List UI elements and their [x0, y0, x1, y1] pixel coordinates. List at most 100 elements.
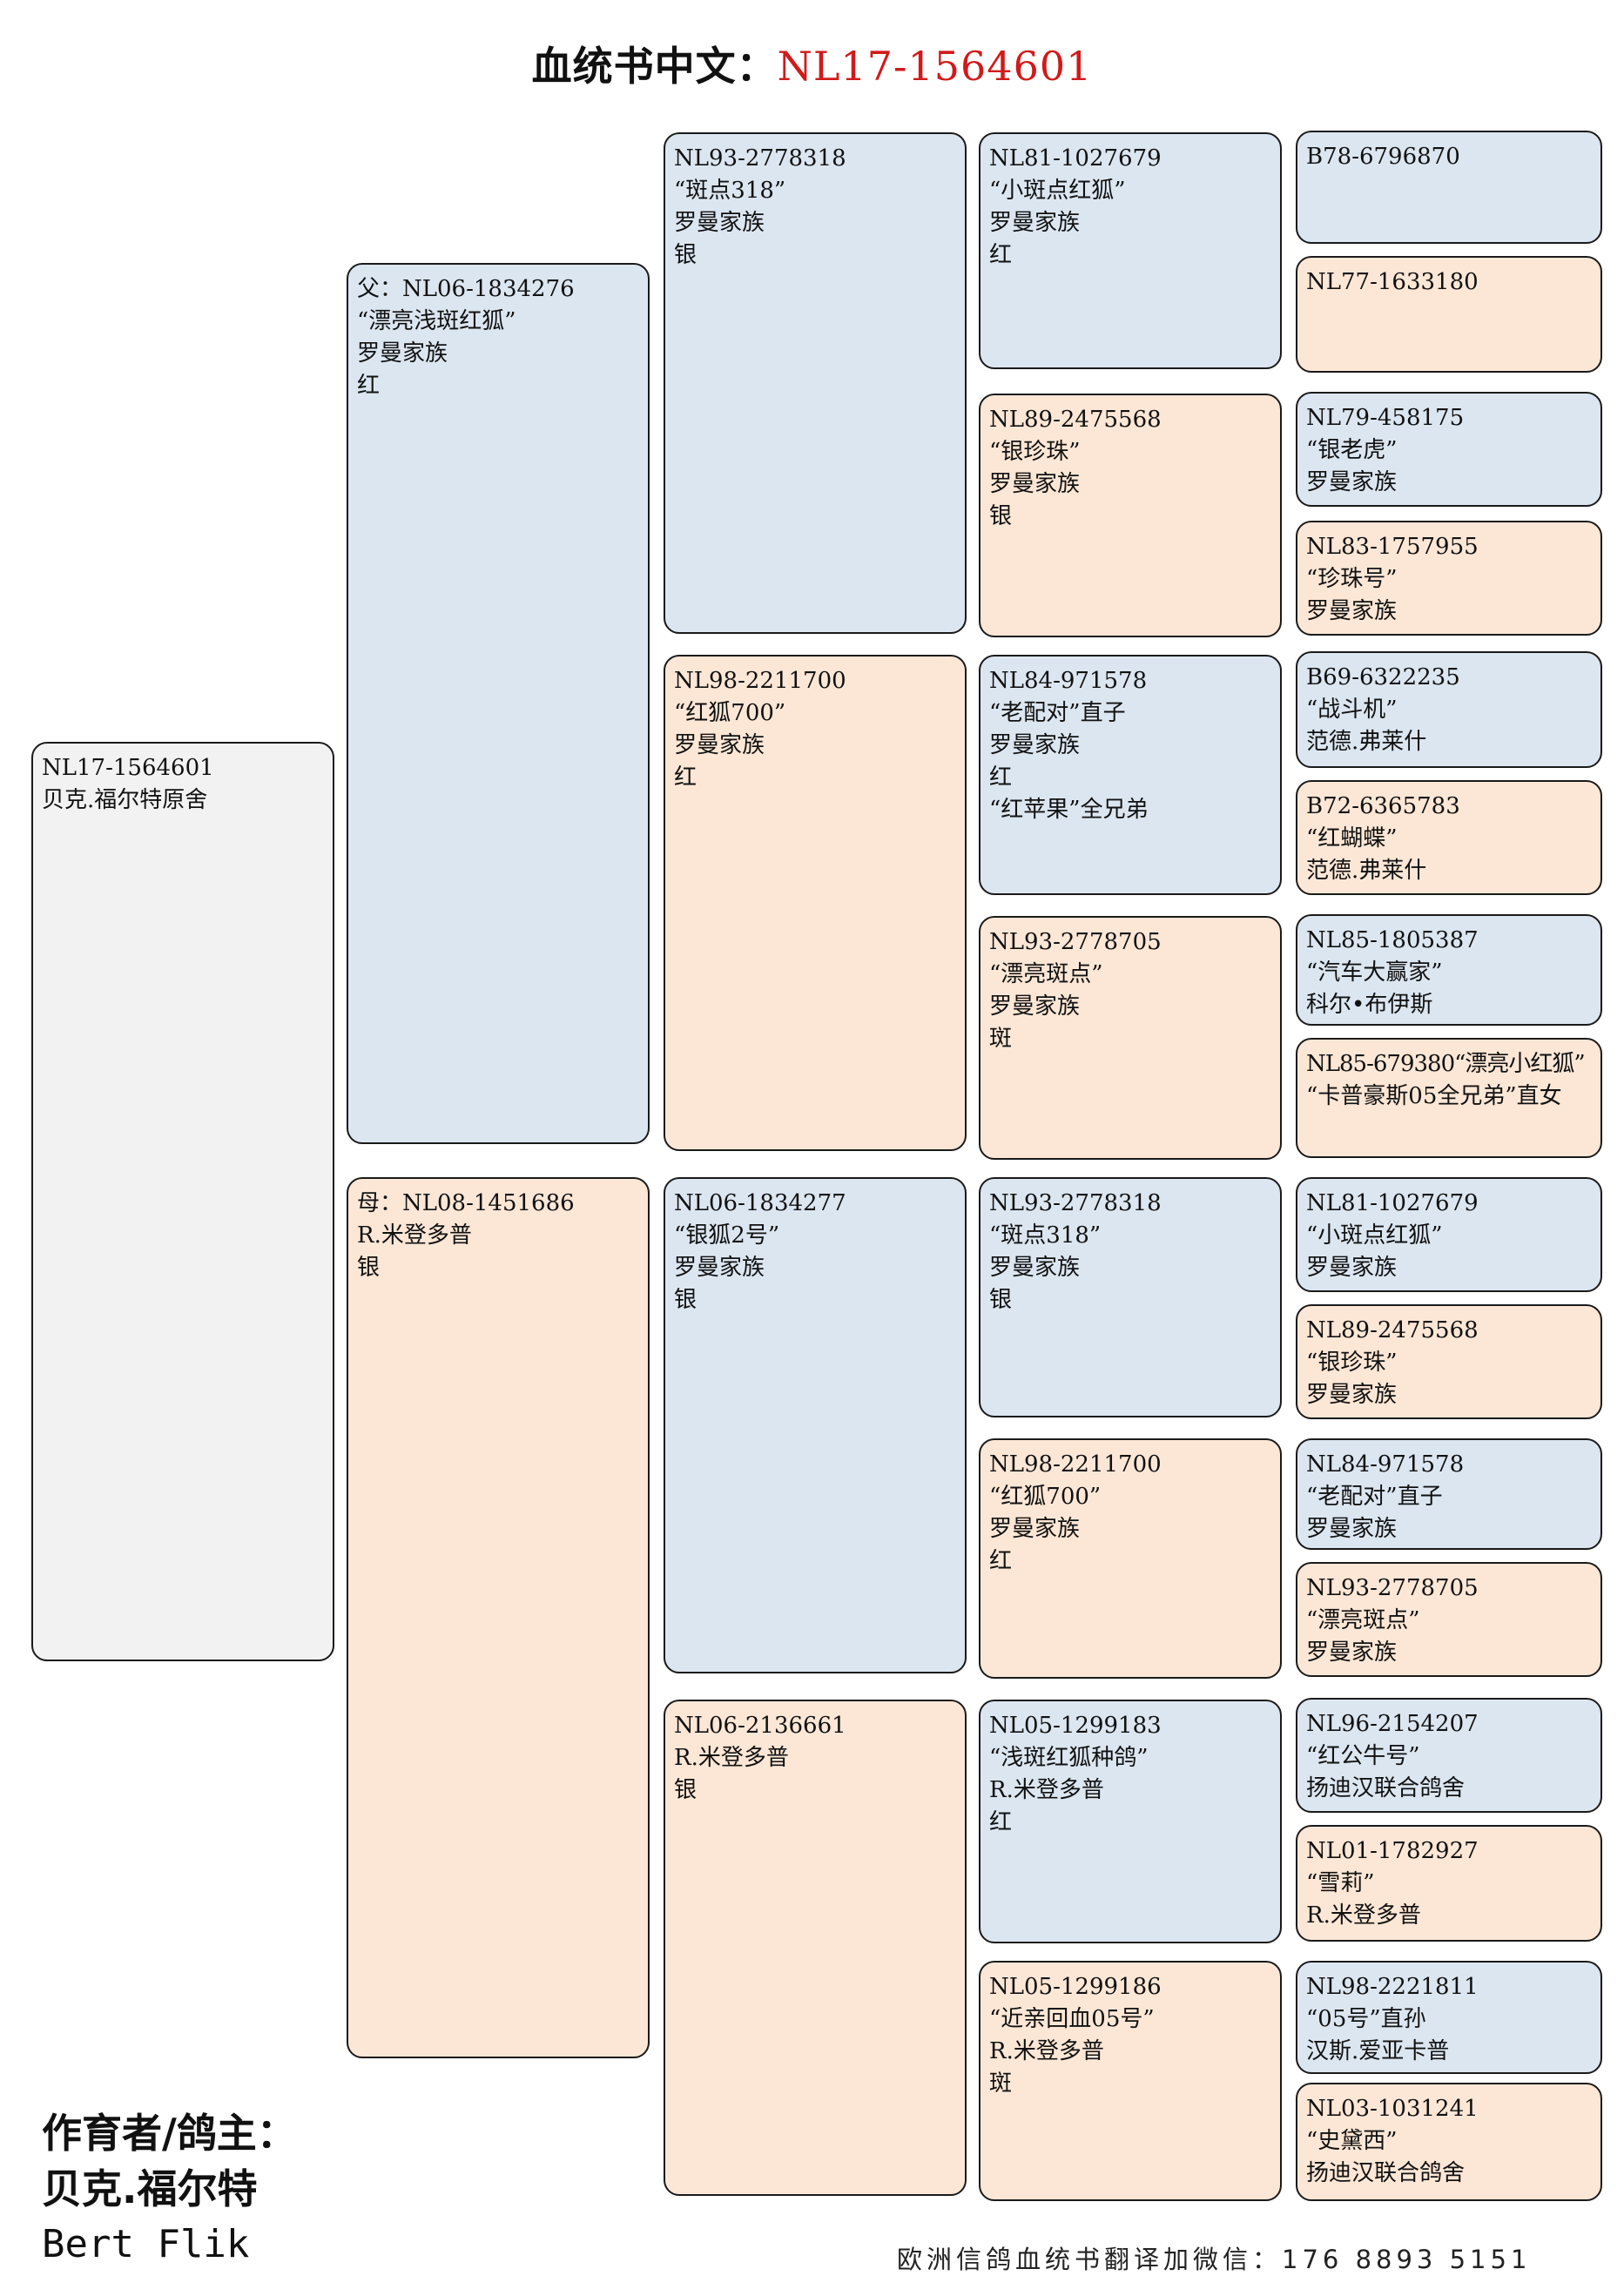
gen5-box-2[interactable]: NL77-1633180 [1296, 256, 1602, 373]
gen4-ring: NL89-2475568 [989, 407, 1162, 433]
gen5-box-9[interactable]: NL81-1027679 “小斑点红狐” 罗曼家族 [1296, 1177, 1602, 1292]
gen3-ring: NL93-2778318 [674, 145, 846, 172]
gen4-nickname: “小斑点红狐” [989, 178, 1126, 204]
gen4-color: 银 [989, 1287, 1013, 1313]
gen5-ring: NL84-971578 [1306, 1451, 1465, 1478]
gen3-color: 银 [674, 1287, 697, 1313]
gen4-breeder: 罗曼家族 [989, 732, 1081, 758]
gen5-ring: NL79-458175 [1306, 405, 1465, 431]
gen5-ring: B78-6796870 [1306, 144, 1460, 170]
gen3-breeder: R.米登多普 [674, 1745, 789, 1771]
gen5-ring: NL01-1782927 [1306, 1838, 1479, 1864]
sire-breeder: 罗曼家族 [357, 340, 448, 367]
owner-name-cn: 贝克.福尔特 [42, 2165, 258, 2212]
gen4-box-6[interactable]: NL98-2211700 “红狐700” 罗曼家族 红 [979, 1438, 1282, 1679]
gen4-box-8[interactable]: NL05-1299186 “近亲回血05号” R.米登多普 斑 [979, 1961, 1282, 2201]
gen3-breeder: 罗曼家族 [674, 210, 765, 236]
gen5-breeder: 罗曼家族 [1306, 598, 1398, 624]
gen5-nickname: “战斗机” [1306, 697, 1398, 723]
gen5-breeder: 罗曼家族 [1306, 1516, 1398, 1542]
gen3-nickname: “斑点318” [674, 178, 786, 204]
gen4-box-7[interactable]: NL05-1299183 “浅斑红狐种鸽” R.米登多普 红 [979, 1700, 1282, 1943]
gen3-color: 银 [674, 242, 697, 268]
dam-box[interactable]: 母：NL08-1451686 R.米登多普 银 [347, 1177, 650, 2058]
gen3-color: 银 [674, 1777, 697, 1803]
gen5-box-7[interactable]: NL85-1805387 “汽车大赢家” 科尔•布伊斯 [1296, 914, 1602, 1026]
gen4-nickname: “银珍珠” [989, 439, 1081, 465]
gen5-box-8[interactable]: NL85-679380“漂亮小红狐” “卡普豪斯05全兄弟”直女 [1296, 1038, 1602, 1158]
gen4-color: 银 [989, 503, 1013, 529]
gen3-color: 红 [674, 764, 697, 791]
sire-nickname: “漂亮浅斑红狐” [357, 308, 516, 334]
gen5-ring: B69-6322235 [1306, 664, 1460, 690]
gen5-box-10[interactable]: NL89-2475568 “银珍珠” 罗曼家族 [1296, 1304, 1602, 1419]
subject-ring: NL17-1564601 [42, 755, 214, 781]
gen4-nickname: “老配对”直子 [989, 700, 1126, 726]
gen4-nickname: “红狐700” [989, 1484, 1102, 1510]
gen5-nickname: “老配对”直子 [1306, 1484, 1443, 1510]
gen5-ring: NL89-2475568 [1306, 1317, 1479, 1343]
gen3-nickname: “红狐700” [674, 700, 786, 726]
gen5-box-12[interactable]: NL93-2778705 “漂亮斑点” 罗曼家族 [1296, 1562, 1602, 1677]
gen3-box-dd[interactable]: NL06-2136661 R.米登多普 银 [664, 1700, 967, 2196]
gen3-box-ds[interactable]: NL06-1834277 “银狐2号” 罗曼家族 银 [664, 1177, 967, 1673]
owner-block: 作育者/鸽主： 贝克.福尔特 Bert Flik [42, 2105, 297, 2272]
gen5-ring: NL85-679380“漂亮小红狐” [1306, 1051, 1586, 1077]
gen4-nickname: “漂亮斑点” [989, 961, 1103, 987]
gen3-box-sd[interactable]: NL98-2211700 “红狐700” 罗曼家族 红 [664, 655, 967, 1151]
gen5-nickname: “小斑点红狐” [1306, 1222, 1443, 1249]
gen5-box-4[interactable]: NL83-1757955 “珍珠号” 罗曼家族 [1296, 521, 1602, 636]
gen5-nickname: “雪莉” [1306, 1870, 1375, 1896]
gen4-ring: NL05-1299186 [989, 1974, 1162, 2000]
gen5-breeder: R.米登多普 [1306, 1902, 1421, 1929]
subject-box[interactable]: NL17-1564601 贝克.福尔特原舍 [31, 742, 334, 1661]
gen4-box-2[interactable]: NL89-2475568 “银珍珠” 罗曼家族 银 [979, 394, 1282, 637]
gen4-ring: NL98-2211700 [989, 1451, 1162, 1478]
gen5-nickname: “银珍珠” [1306, 1350, 1398, 1376]
gen5-box-6[interactable]: B72-6365783 “红蝴蝶” 范德.弗莱什 [1296, 780, 1602, 895]
gen3-nickname: “银狐2号” [674, 1222, 780, 1249]
gen5-box-5[interactable]: B69-6322235 “战斗机” 范德.弗莱什 [1296, 651, 1602, 768]
dam-breeder: R.米登多普 [357, 1222, 472, 1249]
title-ring-number: NL17-1564601 [777, 43, 1093, 90]
sire-color: 红 [357, 373, 381, 399]
owner-label: 作育者/鸽主： [42, 2110, 297, 2157]
gen3-ring: NL06-2136661 [674, 1713, 846, 1739]
gen3-ring: NL06-1834277 [674, 1190, 846, 1216]
gen3-box-ss[interactable]: NL93-2778318 “斑点318” 罗曼家族 银 [664, 132, 967, 634]
sire-box[interactable]: 父：NL06-1834276 “漂亮浅斑红狐” 罗曼家族 红 [347, 263, 650, 1144]
gen4-breeder: R.米登多普 [989, 1777, 1104, 1803]
gen5-box-15[interactable]: NL98-2221811 “05号”直孙 汉斯.爱亚卡普 [1296, 1961, 1602, 2074]
gen4-box-5[interactable]: NL93-2778318 “斑点318” 罗曼家族 银 [979, 1177, 1282, 1417]
gen5-nickname: “珍珠号” [1306, 566, 1398, 592]
gen5-nickname: “汽车大赢家” [1306, 959, 1443, 986]
gen5-breeder: 罗曼家族 [1306, 1255, 1398, 1281]
gen5-box-3[interactable]: NL79-458175 “银老虎” 罗曼家族 [1296, 392, 1602, 507]
gen5-ring: NL96-2154207 [1306, 1711, 1479, 1737]
gen5-box-14[interactable]: NL01-1782927 “雪莉” R.米登多普 [1296, 1825, 1602, 1942]
gen4-color: 红 [989, 1809, 1013, 1835]
dam-color: 银 [357, 1255, 381, 1281]
gen5-box-16[interactable]: NL03-1031241 “史黛西” 扬迪汉联合鸽舍 [1296, 2083, 1602, 2201]
gen5-breeder: 汉斯.爱亚卡普 [1306, 2038, 1450, 2064]
gen4-ring: NL05-1299183 [989, 1713, 1162, 1739]
gen5-ring: NL85-1805387 [1306, 927, 1479, 953]
gen5-box-1[interactable]: B78-6796870 [1296, 131, 1602, 244]
gen5-breeder: 范德.弗莱什 [1306, 729, 1427, 755]
gen5-box-11[interactable]: NL84-971578 “老配对”直子 罗曼家族 [1296, 1438, 1602, 1550]
gen4-box-3[interactable]: NL84-971578 “老配对”直子 罗曼家族 红 “红苹果”全兄弟 [979, 655, 1282, 895]
page-title: 血统书中文：NL17-1564601 [0, 35, 1624, 92]
gen5-breeder: 罗曼家族 [1306, 1382, 1398, 1408]
gen5-nickname: “红公牛号” [1306, 1743, 1420, 1769]
gen5-box-13[interactable]: NL96-2154207 “红公牛号” 扬迪汉联合鸽舍 [1296, 1698, 1602, 1813]
gen4-breeder: 罗曼家族 [989, 1255, 1081, 1281]
gen5-nickname: “史黛西” [1306, 2128, 1398, 2154]
gen4-box-1[interactable]: NL81-1027679 “小斑点红狐” 罗曼家族 红 [979, 132, 1282, 369]
gen4-color: 红 [989, 1548, 1013, 1574]
gen4-box-4[interactable]: NL93-2778705 “漂亮斑点” 罗曼家族 斑 [979, 916, 1282, 1160]
gen4-nickname: “浅斑红狐种鸽” [989, 1745, 1149, 1771]
gen5-nickname: “05号”直孙 [1306, 2006, 1426, 2032]
owner-name-latin: Bert Flik [42, 2222, 250, 2266]
gen5-breeder: 罗曼家族 [1306, 1640, 1398, 1666]
gen5-ring: NL77-1633180 [1306, 269, 1479, 295]
